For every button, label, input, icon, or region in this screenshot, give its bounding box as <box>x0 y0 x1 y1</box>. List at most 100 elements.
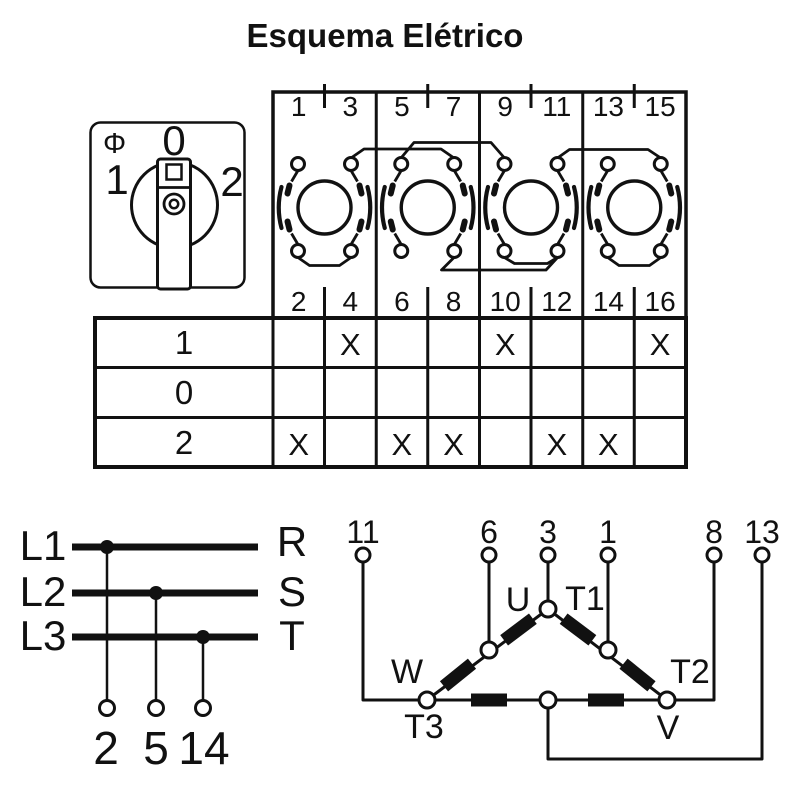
wire-11 <box>361 562 419 702</box>
winding-label-v: V <box>657 709 680 747</box>
terminal-circle <box>705 546 723 564</box>
terminal-number: 2 <box>93 722 119 774</box>
contact-cell-3 <box>485 158 577 258</box>
phase-r-label: R <box>277 518 307 565</box>
contact-cell-4 <box>589 158 681 258</box>
terminal-circle-2 <box>98 699 116 717</box>
motor-terminal-6: 6 <box>480 514 498 550</box>
phase-s-label: S <box>278 568 306 615</box>
winding-bar-u <box>500 613 537 646</box>
table-row-2-marks: X X X X X <box>288 427 619 462</box>
position-0-label: 0 <box>162 117 185 164</box>
winding-label-t1: T1 <box>565 580 605 618</box>
terminal-label: 2 <box>291 286 307 317</box>
table-cell: X <box>392 427 413 462</box>
winding-bar-t2 <box>619 658 656 692</box>
terminal-label: 13 <box>593 91 624 122</box>
jumper-3-7 <box>350 147 455 160</box>
delta-node-right-mid <box>598 640 618 660</box>
motor-terminal-1: 1 <box>599 514 617 550</box>
row-label: 2 <box>175 424 193 461</box>
jumper-5-9 <box>399 141 506 159</box>
terminal-label: 3 <box>343 91 359 122</box>
motor-delta-section: 11 6 3 1 8 13 U T1 W T2 T3 <box>346 514 780 761</box>
jumper-2-4 <box>297 256 352 267</box>
terminal-label: 9 <box>497 91 513 122</box>
table-cell: X <box>443 427 464 462</box>
terminal-circle <box>354 546 372 564</box>
page-title: Esquema Elétrico <box>247 17 524 54</box>
terminal-label: 11 <box>542 91 571 122</box>
winding-label-w: W <box>391 653 423 691</box>
junction-dot <box>100 540 114 554</box>
handle-window <box>165 163 183 181</box>
phi-symbol: Φ <box>103 128 126 160</box>
tap-wires <box>105 547 205 701</box>
terminal-circle <box>539 546 557 564</box>
top-terminal-ticks <box>323 84 636 108</box>
wire-13 <box>546 562 764 761</box>
line-l1-label: L1 <box>20 522 67 569</box>
terminal-circle-14 <box>194 699 212 717</box>
table-frame <box>93 316 688 469</box>
contact-cell-2 <box>382 158 474 258</box>
cell-dividers <box>374 92 585 318</box>
delta-edges <box>426 607 668 702</box>
handle-screw-inner <box>168 198 180 210</box>
delta-node-center <box>538 690 558 710</box>
knob-handle <box>156 157 192 291</box>
table-cell: X <box>650 327 671 362</box>
terminal-label: 5 <box>394 91 410 122</box>
contact-block: 1 3 5 7 9 11 13 15 2 4 6 8 10 12 14 16 <box>271 84 688 320</box>
terminal-label: 14 <box>593 286 624 317</box>
handle-body <box>156 157 192 291</box>
terminal-label: 6 <box>394 286 410 317</box>
motor-terminal-3: 3 <box>539 514 557 550</box>
delta-node-apex <box>538 599 558 619</box>
table-cell: X <box>495 327 516 362</box>
table-cell: X <box>598 427 619 462</box>
delta-node-w <box>417 690 437 710</box>
line-l2-label: L2 <box>20 568 67 615</box>
position-1-label: 1 <box>105 156 128 203</box>
winding-bar-v <box>588 693 624 707</box>
terminal-label: 15 <box>645 91 676 122</box>
winding-label-t2: T2 <box>670 653 710 691</box>
winding-label-t3: T3 <box>404 708 444 746</box>
jumper-10-12 <box>503 256 559 265</box>
terminal-circle <box>599 546 617 564</box>
winding-bar-t3 <box>471 693 507 707</box>
position-2-label: 2 <box>220 158 243 205</box>
terminal-label: 12 <box>541 286 572 317</box>
motor-terminal-13: 13 <box>744 514 780 550</box>
winding-bar-w <box>439 658 477 692</box>
table-cell: X <box>288 427 309 462</box>
terminal-label: 1 <box>291 91 307 122</box>
winding-bar-t1 <box>559 613 597 646</box>
delta-node-left-mid <box>479 640 499 660</box>
terminal-circle <box>753 546 771 564</box>
handle-screw-outer <box>162 192 186 216</box>
motor-terminal-11: 11 <box>346 514 379 550</box>
terminal-number: 5 <box>143 722 169 774</box>
top-terminal-numbers: 1 3 5 7 9 11 13 15 <box>291 91 676 122</box>
junction-dot <box>149 586 163 600</box>
motor-terminal-8: 8 <box>705 514 723 550</box>
terminal-label: 4 <box>343 286 359 317</box>
jumper-11-15 <box>556 148 662 160</box>
row-label: 1 <box>175 324 193 361</box>
table-cell: X <box>546 427 567 462</box>
rotary-switch-symbol: Φ 0 1 2 <box>89 117 246 291</box>
terminal-circle-5 <box>147 699 165 717</box>
row-label: 0 <box>175 374 193 411</box>
bottom-terminal-numbers: 2 4 6 8 10 12 14 16 <box>291 286 676 317</box>
terminal-number: 14 <box>178 722 229 774</box>
winding-label-u: U <box>506 581 531 619</box>
line-l3-label: L3 <box>20 612 67 659</box>
contact-cell-1 <box>279 158 371 258</box>
jumper-8-12 <box>440 256 559 272</box>
terminal-label: 10 <box>490 286 521 317</box>
delta-node-t2 <box>657 690 677 710</box>
